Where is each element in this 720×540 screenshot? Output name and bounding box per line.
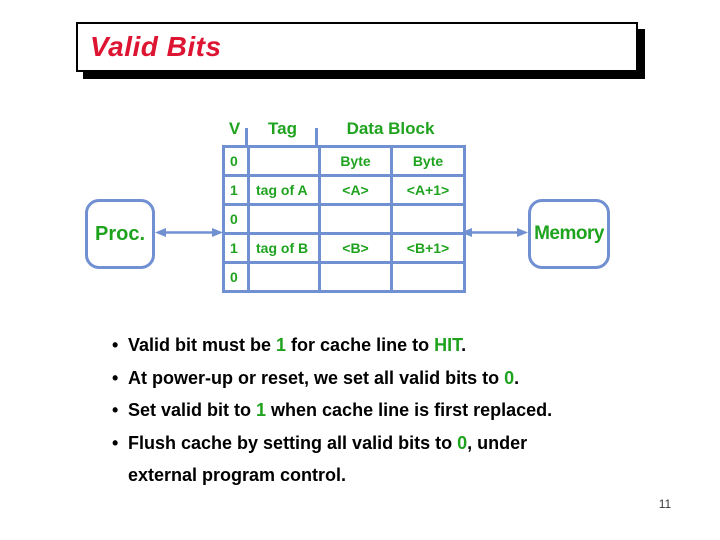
column-header-valid: V — [228, 119, 241, 138]
column-header-datablock: Data Block — [346, 119, 435, 138]
bullet-item: • Valid bit must be 1 for cache line to H… — [112, 329, 602, 362]
page-number: 11 — [658, 497, 672, 511]
table-cell: 0 — [222, 203, 250, 235]
table-cell: tag of A — [247, 174, 321, 206]
bullet-item: • Set valid bit to 1 when cache line is f… — [112, 394, 602, 427]
table-cell — [247, 203, 321, 235]
table-row: 0 — [222, 261, 466, 293]
bullet-marker: • — [112, 367, 119, 388]
slide-title: Valid Bits — [90, 31, 222, 62]
table-cell: 0 — [222, 145, 250, 177]
header-divider-tick — [315, 128, 318, 145]
table-cell: 0 — [222, 261, 250, 293]
proc-cache-arrow — [155, 228, 223, 237]
table-cell — [390, 261, 466, 293]
bullet-text: Set valid bit to 1 when cache line is fi… — [128, 400, 553, 421]
bullet-item: • Flush cache by setting all valid bits t… — [112, 427, 602, 460]
bullet-marker: • — [112, 400, 119, 421]
table-cell: tag of B — [247, 232, 321, 264]
bullet-marker: • — [112, 335, 119, 355]
processor-box: Proc. — [85, 199, 155, 269]
table-cell: <B> — [318, 232, 393, 264]
table-cell: <B+1> — [390, 232, 466, 264]
bullet-continuation-line: external program control. — [112, 459, 602, 492]
bullet-marker: • — [112, 432, 119, 453]
bullet-text: At power-up or reset, we set all valid b… — [128, 367, 520, 388]
table-row: 0 — [222, 203, 466, 235]
table-cell — [318, 203, 393, 235]
table-cell — [318, 261, 393, 293]
table-cell — [247, 261, 321, 293]
table-cell: 1 — [222, 174, 250, 206]
table-cell: Byte — [390, 145, 466, 177]
processor-label: Proc. — [94, 222, 146, 245]
table-cell: Byte — [318, 145, 393, 177]
bullet-text: Valid bit must be 1 for cache line to HI… — [128, 335, 467, 355]
title-box: Valid Bits — [76, 22, 638, 72]
bullet-list: • Valid bit must be 1 for cache line to H… — [112, 329, 602, 492]
header-divider-tick — [245, 128, 248, 145]
table-cell: 1 — [222, 232, 250, 264]
table-cell — [247, 145, 321, 177]
cache-memory-arrow — [461, 228, 528, 237]
bullet-item: • At power-up or reset, we set all valid … — [112, 362, 602, 395]
table-cell — [390, 203, 466, 235]
memory-box: Memory — [528, 199, 610, 269]
table-cell: <A+1> — [390, 174, 466, 206]
bullet-text: external program control. — [128, 465, 347, 486]
table-cell: <A> — [318, 174, 393, 206]
column-header-tag: Tag — [268, 119, 297, 138]
bullet-text: Flush cache by setting all valid bits to… — [128, 432, 528, 453]
memory-label: Memory — [534, 223, 604, 244]
